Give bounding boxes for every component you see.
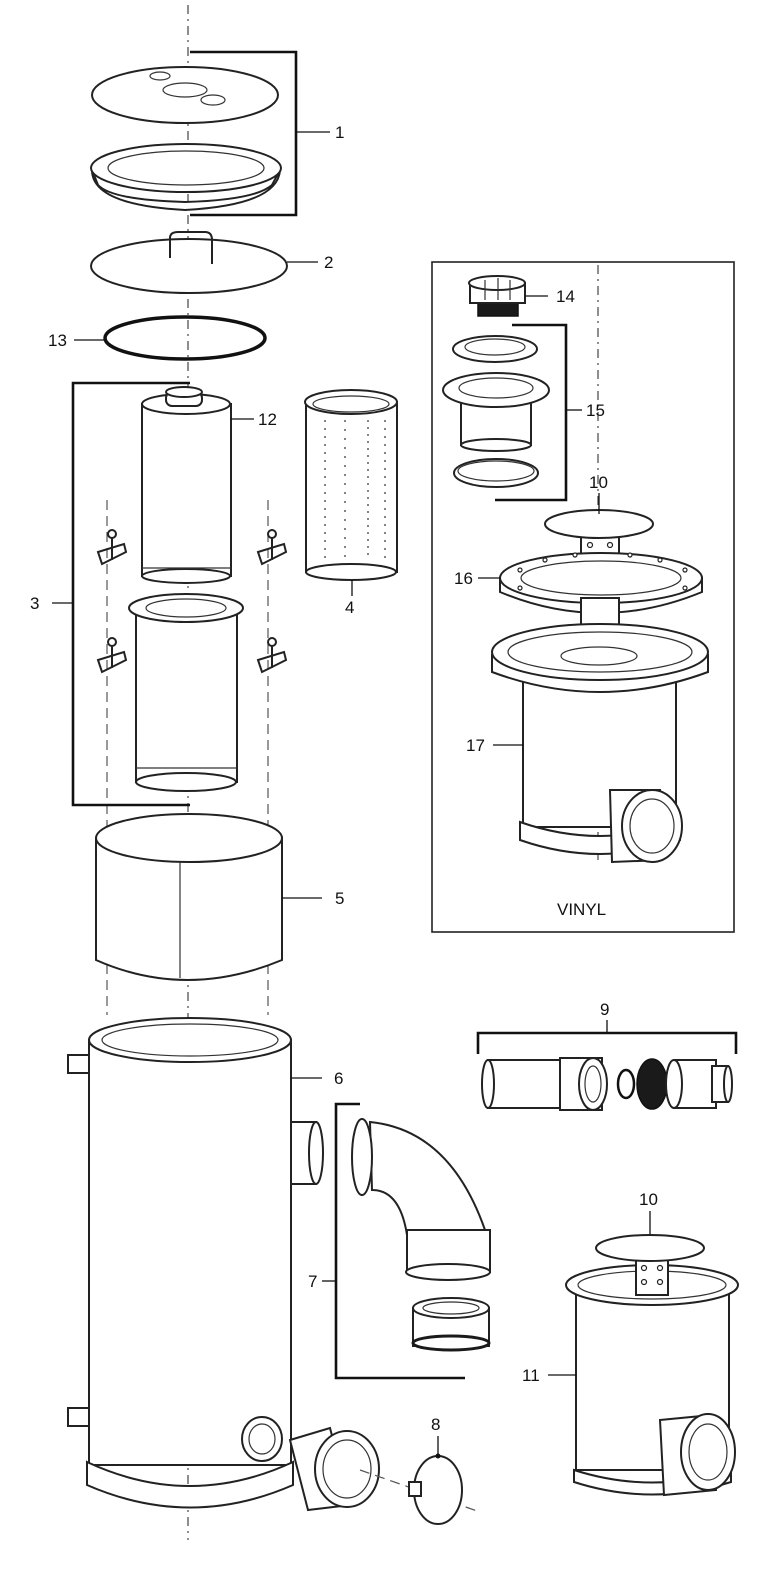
callout-6: 6 — [334, 1069, 343, 1088]
callout-10-lower: 10 — [639, 1190, 658, 1209]
callout-12: 12 — [258, 410, 277, 429]
vinyl-inset-box — [431, 261, 735, 933]
part-7-elbow-fitting — [322, 1102, 491, 1380]
part-9-union-fittings — [476, 1020, 738, 1111]
callout-10-upper: 10 — [589, 473, 608, 492]
part-12-filter-cartridge — [141, 386, 254, 584]
callout-4: 4 — [345, 598, 354, 617]
part-5-band — [95, 813, 322, 981]
callout-7: 7 — [308, 1272, 317, 1291]
part-3-cartridge-assembly — [52, 381, 288, 807]
callout-2: 2 — [324, 253, 333, 272]
callout-labels: 1 2 13 12 3 4 5 6 7 8 9 10 11 14 15 10 1… — [30, 123, 658, 1434]
callout-1: 1 — [335, 123, 344, 142]
part-2-handle-plate — [90, 231, 318, 294]
callout-17: 17 — [466, 736, 485, 755]
callout-3: 3 — [30, 594, 39, 613]
callout-8: 8 — [431, 1415, 440, 1434]
part-11-skimmer-housing — [548, 1211, 739, 1497]
part-8-drain-cap — [288, 1426, 481, 1525]
vinyl-label: VINYL — [557, 900, 606, 919]
part-4-mesh-sleeve — [304, 389, 398, 596]
callout-5: 5 — [335, 889, 344, 908]
part-6-filter-tank — [67, 1017, 324, 1509]
part-1-lid-assembly — [90, 50, 330, 217]
part-17-vinyl-housing — [491, 623, 709, 864]
callout-15: 15 — [586, 401, 605, 420]
callout-11: 11 — [522, 1366, 540, 1385]
part-13-o-ring — [74, 315, 267, 361]
clamp-hardware — [96, 529, 288, 674]
callout-16: 16 — [454, 569, 473, 588]
callout-13: 13 — [48, 331, 67, 350]
callout-14: 14 — [556, 287, 575, 306]
callout-9: 9 — [600, 1000, 609, 1019]
part-15-adapter-set — [442, 323, 582, 502]
part-14-cap — [468, 275, 548, 317]
